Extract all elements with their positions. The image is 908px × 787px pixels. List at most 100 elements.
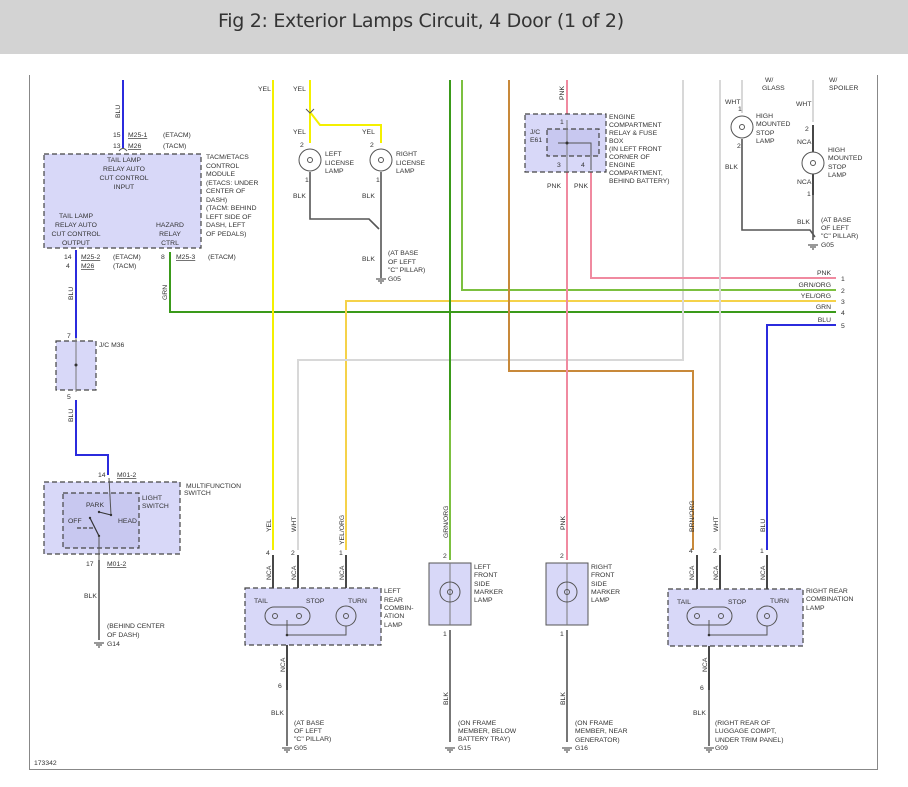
figure-title: Fig 2: Exterior Lamps Circuit, 4 Door (1… xyxy=(218,10,624,32)
svg-text:COMBIN-: COMBIN- xyxy=(384,605,413,612)
jc-e61[interactable]: PNK J/C E61 1 3 4 ENGINE COMPARTMENT REL… xyxy=(524,86,670,190)
svg-text:LEFT: LEFT xyxy=(325,151,342,158)
left-rear-ground: NCA 6 BLK (AT BASE OF LEFT "C" PILLAR) G… xyxy=(271,645,331,753)
svg-text:GENERATOR): GENERATOR) xyxy=(575,737,620,744)
diagram-frame xyxy=(29,75,878,770)
svg-text:(ON FRAME: (ON FRAME xyxy=(575,720,614,727)
svg-text:MARKER: MARKER xyxy=(474,589,503,596)
switch-pos-off: OFF xyxy=(68,518,82,525)
svg-text:WHT: WHT xyxy=(725,99,740,106)
svg-text:RIGHT REAR: RIGHT REAR xyxy=(806,588,848,595)
left-license-lamp[interactable]: LEFT LICENSE LAMP xyxy=(298,148,355,175)
svg-text:"C" PILLAR): "C" PILLAR) xyxy=(294,736,331,743)
svg-text:1: 1 xyxy=(807,191,811,198)
high-mount-section: W/ GLASS W/ SPOILER WHT WHT 1 xyxy=(725,77,859,113)
svg-text:OF PEDALS): OF PEDALS) xyxy=(206,231,246,238)
svg-text:OF DASH): OF DASH) xyxy=(107,632,139,639)
svg-text:BRN/ORG: BRN/ORG xyxy=(689,500,696,532)
tacm-hazard-label: RELAY xyxy=(159,231,181,238)
continuation-wire-label: BLU xyxy=(818,317,831,324)
svg-text:GRN/ORG: GRN/ORG xyxy=(443,506,450,538)
license-ground-wiring: 1 1 BLK BLK BLK (AT BASE OF LEFT "C" PIL… xyxy=(293,172,425,284)
svg-text:1: 1 xyxy=(760,548,764,555)
svg-text:G05: G05 xyxy=(388,276,401,283)
svg-text:NCA: NCA xyxy=(702,657,709,672)
svg-text:BLK: BLK xyxy=(443,692,450,705)
continuation-number: 3 xyxy=(841,299,845,306)
wire-grn-org xyxy=(461,80,836,291)
svg-text:FRONT: FRONT xyxy=(474,572,497,579)
multifunction-switch[interactable]: 14 M01-2 MULTIFUNCTION SWITCH LIGHT SWIT… xyxy=(43,472,241,568)
svg-text:TURN: TURN xyxy=(770,598,789,605)
ground-icon xyxy=(562,747,572,753)
svg-text:2: 2 xyxy=(560,553,564,560)
continuation-wire-label: GRN xyxy=(816,304,831,311)
svg-text:(RIGHT REAR OF: (RIGHT REAR OF xyxy=(715,720,770,727)
high-mount-stop-lamp-glass[interactable]: HIGH MOUNTED STOP LAMP 2 xyxy=(730,113,790,150)
right-license-lamp[interactable]: RIGHT LICENSE LAMP xyxy=(369,148,426,175)
ground-icon xyxy=(376,278,386,284)
svg-text:SIDE: SIDE xyxy=(591,581,607,588)
svg-text:CENTER OF: CENTER OF xyxy=(206,188,245,195)
svg-text:PNK: PNK xyxy=(574,183,588,190)
left-front-side-marker-lamp[interactable]: GRN/ORG 2 LEFT FRONT SIDE MARKER LAMP 1 xyxy=(428,506,503,638)
tacm-top-pin-2: 13 xyxy=(113,143,121,150)
switch-arm[interactable] xyxy=(89,517,100,537)
ground-icon xyxy=(282,747,292,753)
tacm-input-label: RELAY AUTO xyxy=(103,166,145,173)
svg-text:BEHIND BATTERY): BEHIND BATTERY) xyxy=(609,178,670,185)
svg-text:WHT: WHT xyxy=(796,101,811,108)
ground-icon xyxy=(704,747,714,753)
wires xyxy=(75,80,836,560)
svg-text:6: 6 xyxy=(278,683,282,690)
mfs-conn-bottom: M01-2 xyxy=(107,561,126,568)
svg-text:LAMP: LAMP xyxy=(384,622,403,629)
svg-text:BOX: BOX xyxy=(609,138,624,145)
svg-text:MEMBER, BELOW: MEMBER, BELOW xyxy=(458,728,517,735)
svg-text:G16: G16 xyxy=(575,745,588,752)
tacm-bottom-pin-1: 14 xyxy=(64,254,72,261)
svg-text:COMBINATION: COMBINATION xyxy=(806,596,854,603)
right-front-side-marker-lamp[interactable]: PNK 2 RIGHT FRONT SIDE MARKER LAMP 1 xyxy=(545,516,620,638)
svg-text:1: 1 xyxy=(560,631,564,638)
svg-text:G05: G05 xyxy=(294,745,307,752)
svg-text:RIGHT: RIGHT xyxy=(591,564,612,571)
svg-text:TAIL: TAIL xyxy=(254,598,268,605)
jc-m36[interactable]: J/C M36 7 5 xyxy=(55,333,125,401)
left-rear-combination-lamp[interactable]: TAIL STOP TURN LEFT REAR COMBIN- ATION L… xyxy=(244,555,413,646)
svg-text:NCA: NCA xyxy=(713,565,720,580)
tacm-hazard-pin: 8 xyxy=(161,254,165,261)
tacm-bottom-conn-1: M25-2 xyxy=(81,254,100,261)
tacm-output-label: RELAY AUTO xyxy=(55,222,97,229)
tacm-input-label: CUT CONTROL xyxy=(100,175,149,182)
wire-label-yel: YEL xyxy=(362,129,375,136)
svg-text:RELAY & FUSE: RELAY & FUSE xyxy=(609,130,658,137)
svg-text:YEL: YEL xyxy=(266,519,273,532)
svg-text:PNK: PNK xyxy=(560,516,567,530)
svg-text:2: 2 xyxy=(300,142,304,149)
continuation-number: 4 xyxy=(841,310,845,317)
svg-text:BLK: BLK xyxy=(293,193,306,200)
tacm-top-conn-1: M25-1 xyxy=(128,132,147,139)
svg-text:SIDE: SIDE xyxy=(474,581,490,588)
wire-label-pnk: PNK xyxy=(559,86,566,100)
wire-label-grn: GRN xyxy=(162,285,169,300)
svg-text:OF LEFT: OF LEFT xyxy=(821,225,849,232)
wire-blu-jc-mfs xyxy=(75,400,109,475)
svg-text:LICENSE: LICENSE xyxy=(396,160,426,167)
jc-m36-pin-top: 7 xyxy=(67,333,71,340)
svg-text:1: 1 xyxy=(376,177,380,184)
right-rear-combination-lamp[interactable]: TAIL STOP TURN RIGHT REAR COMBINATION LA… xyxy=(667,555,854,647)
svg-text:1: 1 xyxy=(443,631,447,638)
svg-text:E61: E61 xyxy=(530,137,542,144)
high-mount-stop-lamp-spoiler[interactable]: 2 NCA HIGH MOUNTED STOP LAMP NCA 1 xyxy=(797,125,862,198)
svg-text:NCA: NCA xyxy=(291,565,298,580)
tacm-module[interactable]: 15 M25-1 (ETACM) 13 M26 (TACM) TAIL LAMP… xyxy=(43,132,258,270)
wire-yel-org xyxy=(345,300,836,550)
svg-text:(AT BASE: (AT BASE xyxy=(294,720,325,727)
svg-text:G05: G05 xyxy=(821,242,834,249)
switch-pos-park: PARK xyxy=(86,502,104,509)
svg-text:STOP: STOP xyxy=(756,130,775,137)
svg-text:NCA: NCA xyxy=(689,565,696,580)
svg-text:FRONT: FRONT xyxy=(591,572,614,579)
